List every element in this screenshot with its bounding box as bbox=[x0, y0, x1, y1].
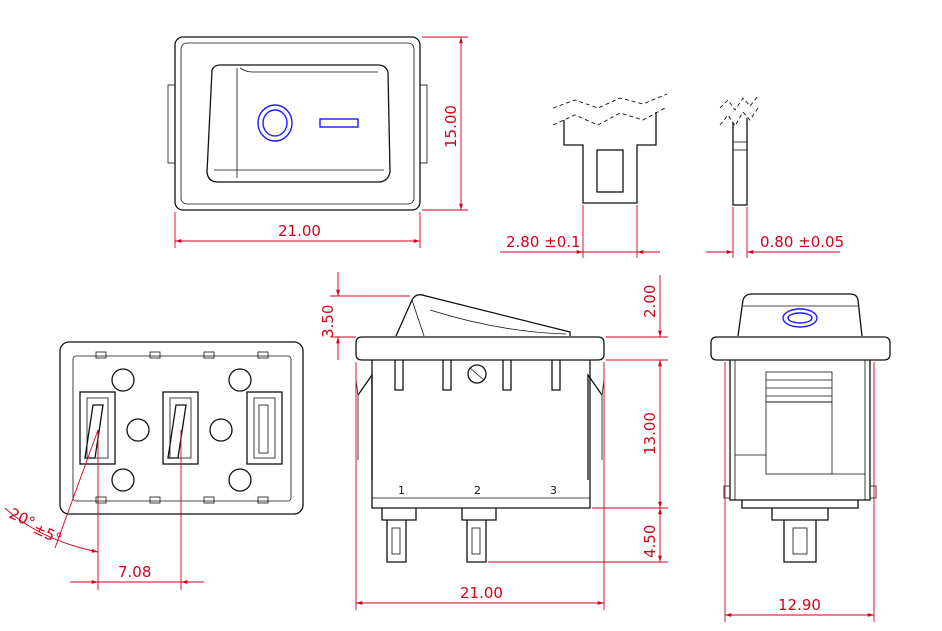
dim-pin-length: 4.50 bbox=[488, 507, 668, 563]
dim-pin-thickness: 0.80 ±0.05 bbox=[706, 207, 844, 258]
dim-label-top-height: 15.00 bbox=[442, 105, 460, 148]
dim-label-rocker-height: 3.50 bbox=[319, 305, 337, 338]
dim-end-width: 12.90 bbox=[724, 362, 875, 622]
dim-rocker-height: 3.50 bbox=[319, 272, 410, 360]
dim-pin-width: 2.80 ±0.1 bbox=[500, 205, 660, 258]
dim-top-width: 21.00 bbox=[174, 212, 421, 248]
dim-label-top-width: 21.00 bbox=[278, 222, 321, 240]
indicator-lens-icon bbox=[782, 308, 818, 328]
dim-label-pin-thickness: 0.80 ±0.05 bbox=[760, 233, 844, 251]
dim-top-height: 15.00 bbox=[422, 36, 468, 211]
side-view: 1 2 3 bbox=[355, 294, 605, 563]
dim-label-pin-width: 2.80 ±0.1 bbox=[506, 233, 581, 251]
dim-angle: 20° ±5° bbox=[4, 429, 99, 553]
dim-label-pin-length: 4.50 bbox=[641, 525, 659, 558]
dim-body-height: 13.00 bbox=[592, 360, 668, 509]
dim-side-width: 21.00 bbox=[355, 362, 605, 610]
dim-front-top: 2.00 bbox=[606, 275, 668, 361]
terminal-label-2: 2 bbox=[474, 484, 481, 497]
dim-label-angle-tol: ±5° bbox=[30, 519, 64, 548]
pin-side-detail bbox=[719, 95, 759, 206]
dim-label-pin-spacing: 7.08 bbox=[118, 563, 151, 581]
dim-pin-spacing: 7.08 bbox=[70, 430, 204, 590]
terminal-label-3: 3 bbox=[550, 484, 557, 497]
on-symbol-icon bbox=[319, 118, 359, 128]
pin-front-detail bbox=[552, 93, 668, 204]
off-symbol-icon bbox=[257, 104, 293, 142]
dim-label-body-height: 13.00 bbox=[641, 412, 659, 455]
dim-label-front-top: 2.00 bbox=[641, 285, 659, 318]
dim-label-end-width: 12.90 bbox=[778, 596, 821, 614]
top-view bbox=[167, 36, 428, 211]
end-view bbox=[710, 293, 891, 563]
dim-label-side-width: 21.00 bbox=[460, 584, 503, 602]
terminal-label-1: 1 bbox=[398, 484, 405, 497]
bottom-view bbox=[59, 341, 304, 515]
